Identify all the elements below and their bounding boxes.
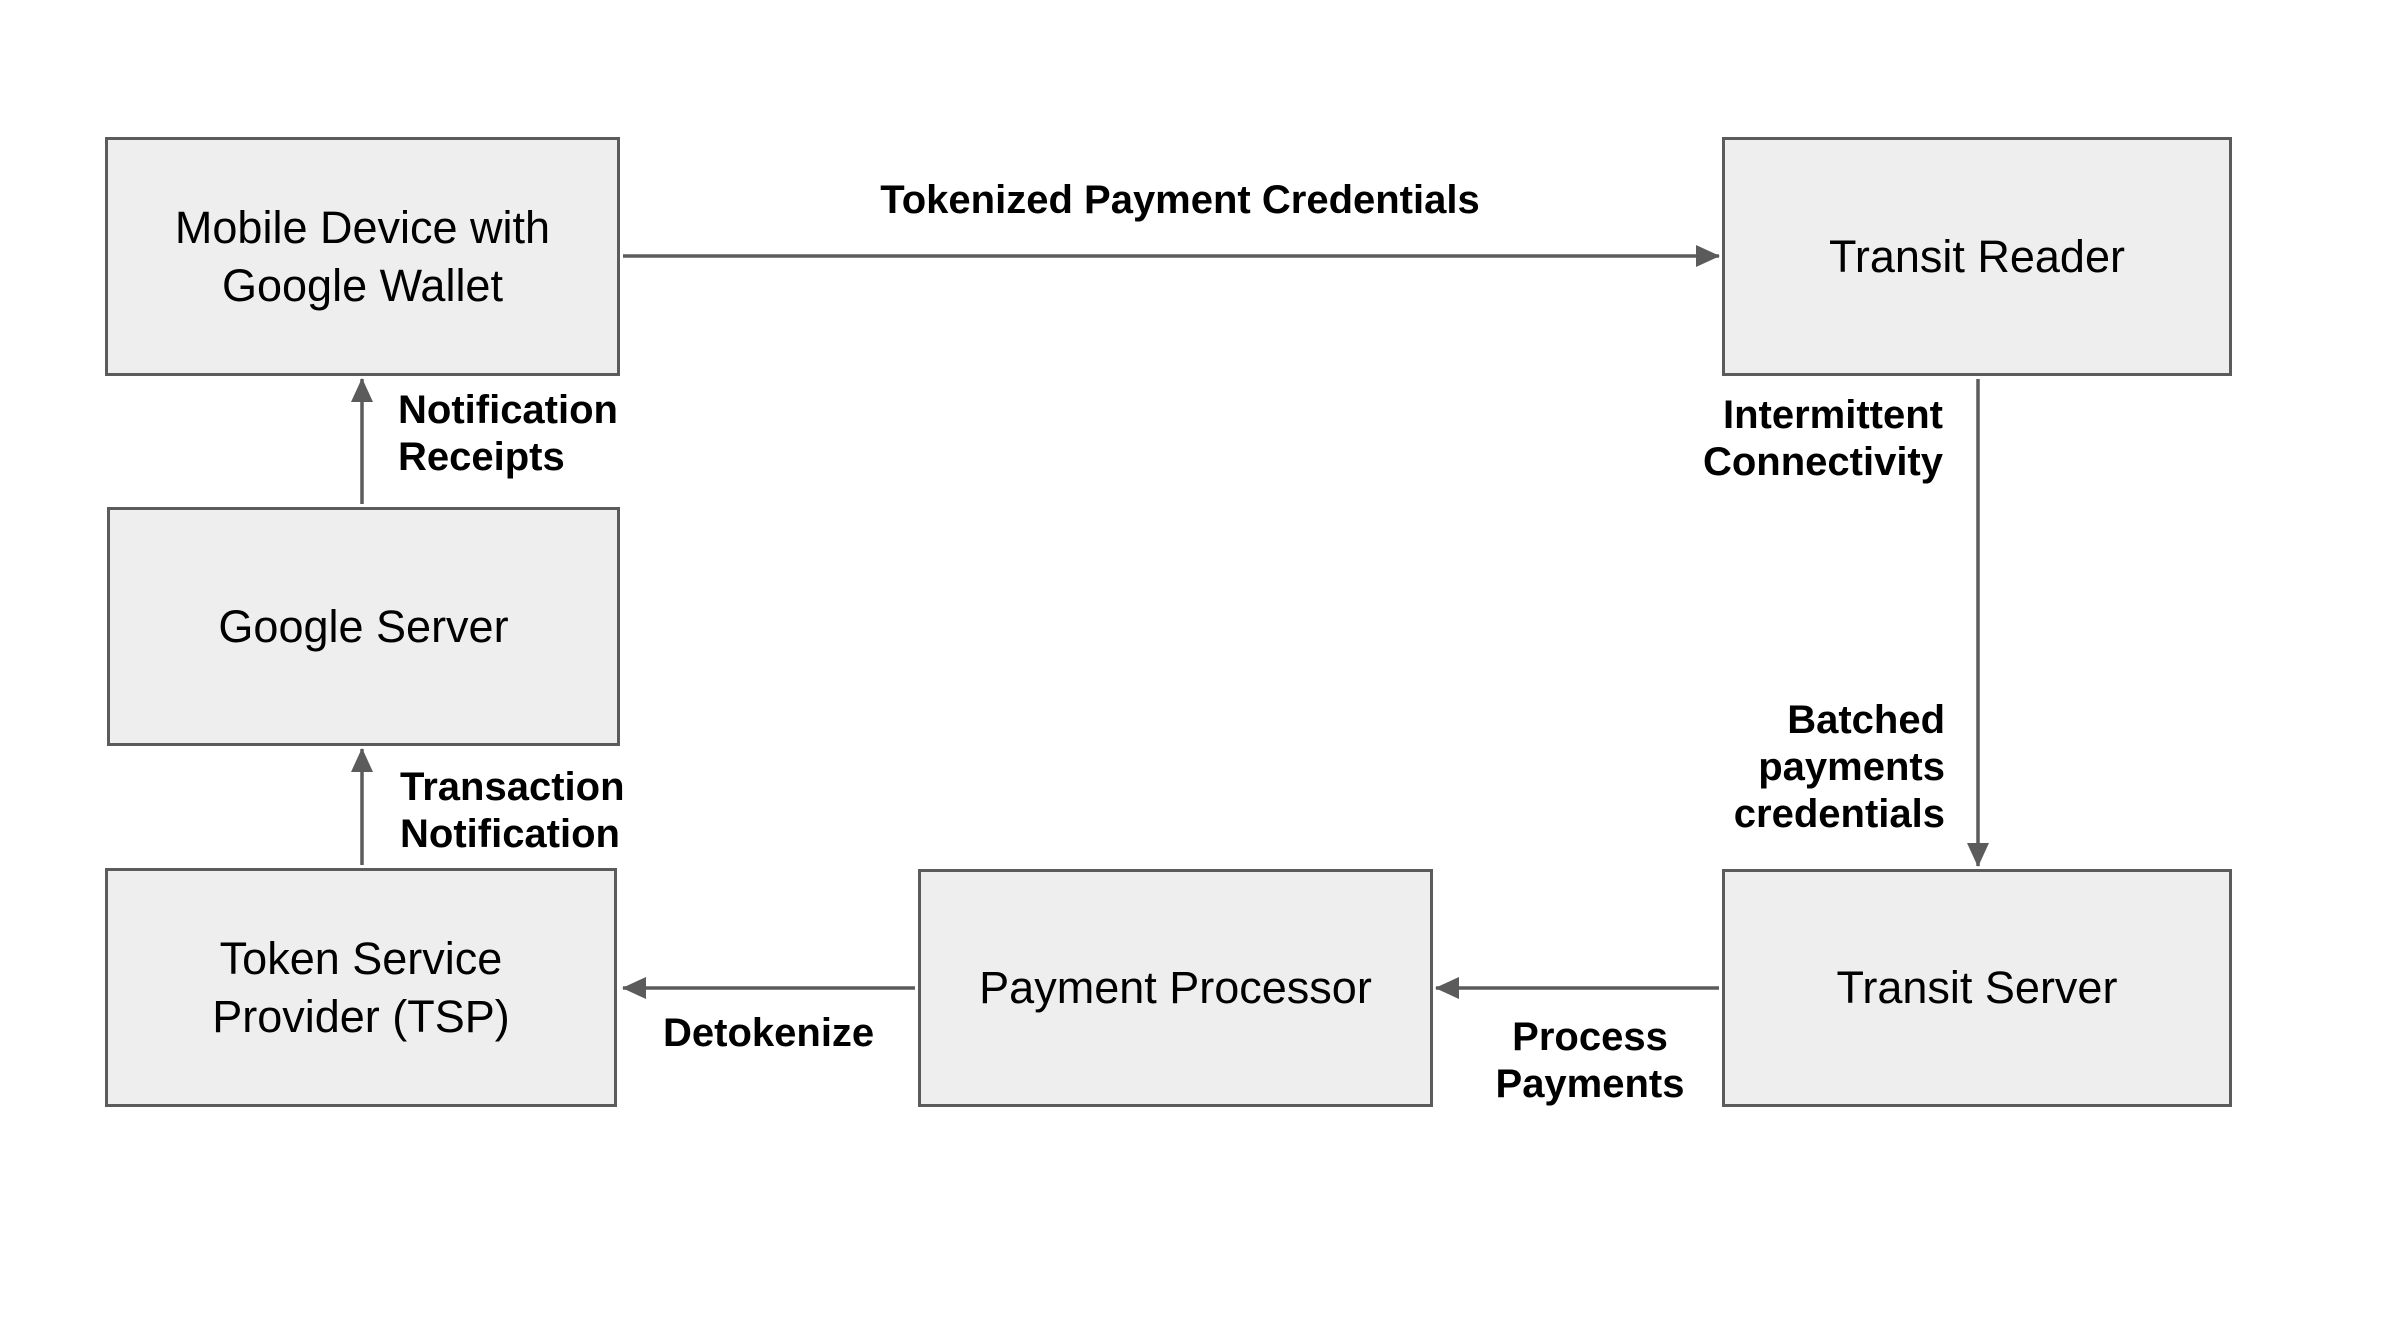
edge-label-notification-receipts: Notification Receipts xyxy=(398,388,618,479)
node-payment-processor: Payment Processor xyxy=(918,869,1433,1107)
node-label-payment-processor: Payment Processor xyxy=(979,962,1372,1013)
edge-label-tokenized-payment-credentials: Tokenized Payment Credentials xyxy=(880,178,1480,222)
node-mobile-device-google-wallet: Mobile Device with Google Wallet xyxy=(105,137,620,376)
edge-label-detokenize: Detokenize xyxy=(663,1011,875,1055)
edge-label-batched-payments-credentials: Batched payments credentials xyxy=(1733,698,1945,836)
node-transit-reader: Transit Reader xyxy=(1722,137,2232,376)
node-transit-server: Transit Server xyxy=(1722,869,2232,1107)
node-label-google-server: Google Server xyxy=(218,600,509,652)
node-label-mobile-device-google-wallet: Mobile Device with Google Wallet xyxy=(174,201,551,311)
node-label-transit-server: Transit Server xyxy=(1836,962,2118,1013)
node-google-server: Google Server xyxy=(107,507,620,746)
node-label-transit-reader: Transit Reader xyxy=(1829,230,2125,282)
edge-label-process-payments: Process Payments xyxy=(1495,1015,1685,1106)
node-token-service-provider: Token Service Provider (TSP) xyxy=(105,868,617,1107)
edge-label-intermittent-connectivity: Intermittent Connectivity xyxy=(1702,393,1943,484)
edge-label-transaction-notification: Transaction Notification xyxy=(400,765,625,856)
node-label-token-service-provider: Token Service Provider (TSP) xyxy=(212,932,510,1042)
